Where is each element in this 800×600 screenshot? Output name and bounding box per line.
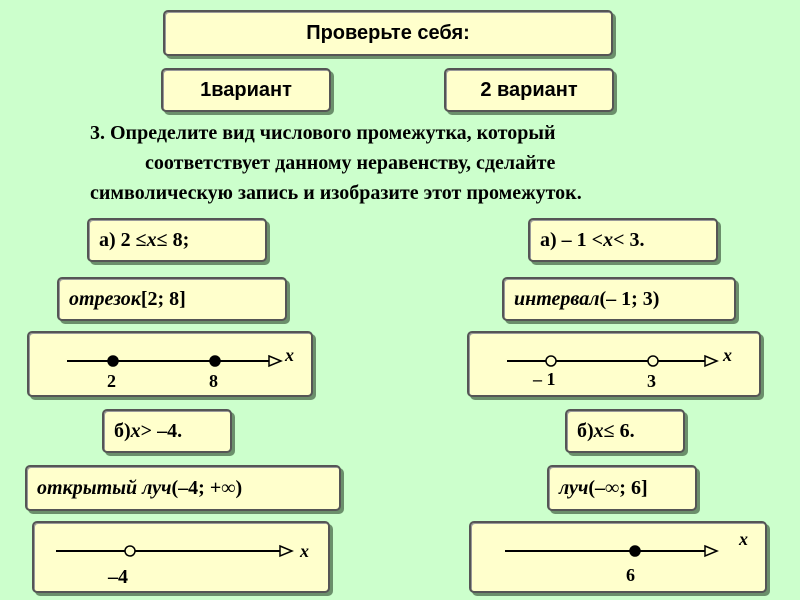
right-number-line-a-svg: x – 1 3 xyxy=(507,345,732,391)
left-b-answer-name: открытый луч xyxy=(37,476,172,499)
right-a-suffix: < 3. xyxy=(613,228,645,251)
left-a-answer-name: отрезок xyxy=(69,287,141,310)
task-line-2: соответствует данному неравенству, сдела… xyxy=(145,152,556,174)
tick-label-2: 3 xyxy=(647,371,656,391)
right-b-prefix: б) xyxy=(577,419,594,442)
variant-2-label: 2 вариант xyxy=(480,78,578,101)
axis-var-label: x xyxy=(284,345,294,365)
point-1 xyxy=(124,545,136,557)
axis-var-label: x xyxy=(738,529,748,549)
axis-arrow-icon xyxy=(704,354,719,368)
left-number-line-a-svg: x 2 8 xyxy=(67,345,294,391)
left-b-suffix: > –4. xyxy=(140,419,183,442)
left-number-line-a: x 2 8 xyxy=(27,331,313,397)
task-text: 3. Определите вид числового промежутка, … xyxy=(90,118,770,208)
point-1 xyxy=(545,355,557,367)
tick-label-1: 6 xyxy=(626,565,635,585)
right-number-line-a: x – 1 3 xyxy=(467,331,761,397)
tick-label-1: 2 xyxy=(107,371,116,391)
axis-arrow-icon xyxy=(268,354,283,368)
axis-arrow-icon xyxy=(279,544,294,558)
left-number-line-b: x –4 xyxy=(32,521,330,593)
axis-arrow-icon xyxy=(704,544,719,558)
left-a-var: x xyxy=(146,228,157,251)
variant-1-label: 1вариант xyxy=(200,78,292,101)
tick-label-1: – 1 xyxy=(532,369,556,389)
right-a-answer-notation: (– 1; 3) xyxy=(599,287,660,310)
page-title: Проверьте себя: xyxy=(306,21,470,44)
left-answer-b: открытый луч (–4; +∞) xyxy=(25,465,341,511)
left-a-prefix: а) 2 ≤ xyxy=(99,228,147,251)
task-line-3: символическую запись и изобразите этот п… xyxy=(90,182,582,204)
left-inequality-b: б) x > –4. xyxy=(102,409,232,453)
variant-2-button[interactable]: 2 вариант xyxy=(444,68,614,112)
left-number-line-b-svg: x –4 xyxy=(56,541,309,588)
right-a-answer-name: интервал xyxy=(514,287,600,310)
left-answer-a: отрезок [2; 8] xyxy=(57,277,287,321)
axis-var-label: x xyxy=(722,345,732,365)
task-line-1: 3. Определите вид числового промежутка, … xyxy=(90,122,556,144)
left-b-var: x xyxy=(130,419,141,442)
tick-label-2: 8 xyxy=(209,371,218,391)
right-a-var: x xyxy=(603,228,614,251)
left-a-suffix: ≤ 8; xyxy=(156,228,190,251)
right-b-answer-notation: (–∞; 6] xyxy=(588,476,648,499)
right-a-prefix: а) – 1 < xyxy=(540,228,604,251)
right-answer-b: луч (–∞; 6] xyxy=(547,465,697,511)
tick-label-1: –4 xyxy=(107,566,128,588)
left-a-answer-notation: [2; 8] xyxy=(140,287,186,310)
axis-var-label: x xyxy=(299,541,309,561)
right-answer-a: интервал (– 1; 3) xyxy=(502,277,736,321)
point-2 xyxy=(209,355,221,367)
right-inequality-b: б) x ≤ 6. xyxy=(565,409,685,453)
right-b-answer-name: луч xyxy=(559,476,589,499)
left-b-answer-notation: (–4; +∞) xyxy=(171,476,243,499)
right-b-var: x xyxy=(593,419,604,442)
right-number-line-b-svg: x 6 xyxy=(505,529,748,585)
right-b-suffix: ≤ 6. xyxy=(603,419,635,442)
point-2 xyxy=(647,355,659,367)
variant-1-button[interactable]: 1вариант xyxy=(161,68,331,112)
header-box: Проверьте себя: xyxy=(163,10,613,56)
right-number-line-b: x 6 xyxy=(469,521,767,593)
left-inequality-a: а) 2 ≤ x ≤ 8; xyxy=(87,218,267,262)
point-1 xyxy=(107,355,119,367)
left-b-prefix: б) xyxy=(114,419,131,442)
right-inequality-a: а) – 1 < x < 3. xyxy=(528,218,718,262)
point-1 xyxy=(629,545,641,557)
